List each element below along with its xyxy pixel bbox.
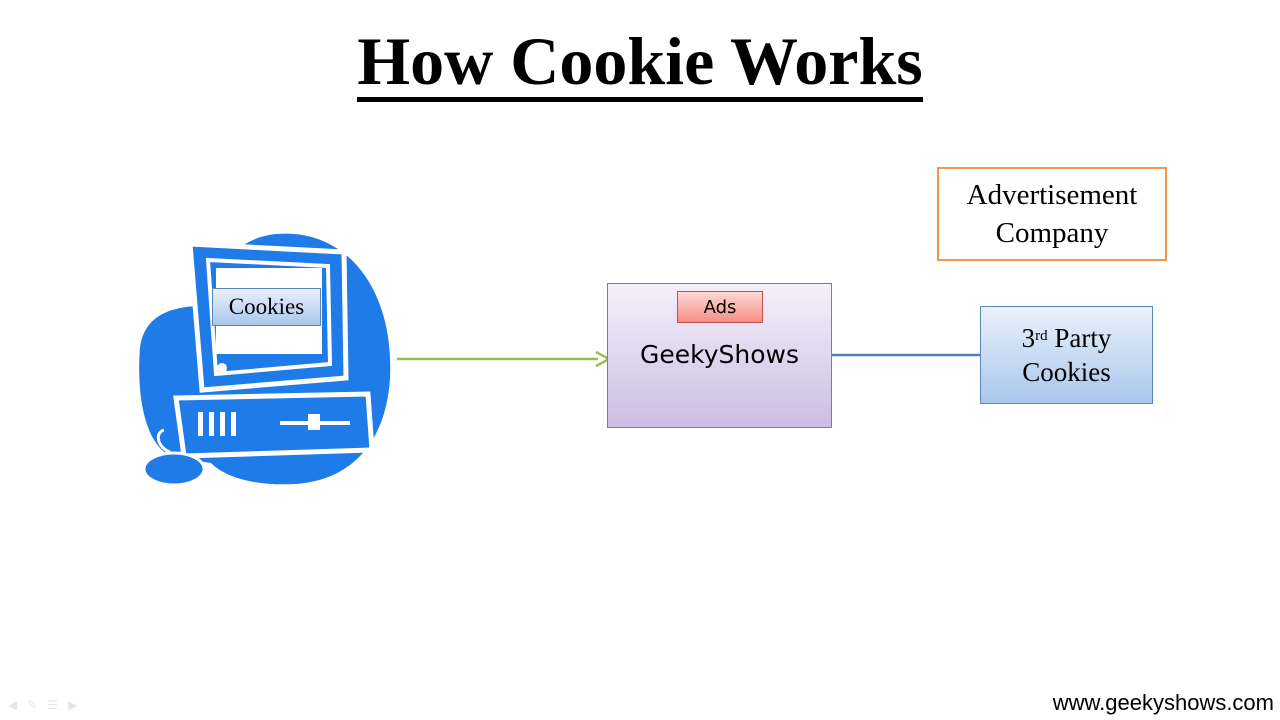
third-party-suffix: rd bbox=[1035, 328, 1048, 344]
third-party-cookies-box: 3rd Party Cookies bbox=[980, 306, 1153, 404]
prev-slide-icon[interactable]: ◀ bbox=[8, 698, 18, 712]
advertisement-company-box: Advertisement Company bbox=[937, 167, 1167, 261]
next-slide-icon[interactable]: ▶ bbox=[68, 698, 78, 712]
third-party-line1: 3rd Party bbox=[1022, 321, 1112, 355]
ads-label: Ads bbox=[703, 296, 737, 318]
slideshow-controls: ◀ ✎ ☰ ▶ bbox=[8, 698, 77, 712]
desktop-computer-icon bbox=[139, 233, 391, 487]
website-footer: www.geekyshows.com bbox=[1052, 690, 1274, 715]
ads-box: Ads bbox=[677, 291, 763, 323]
cookies-storage-box: Cookies bbox=[212, 288, 321, 326]
slide-title-text: How Cookie Works bbox=[357, 25, 923, 102]
server-box: GeekyShows bbox=[607, 283, 832, 428]
slide-title: How Cookie Works bbox=[0, 22, 1280, 102]
pen-icon[interactable]: ✎ bbox=[27, 698, 38, 712]
menu-icon[interactable]: ☰ bbox=[47, 698, 59, 712]
third-party-word: Party bbox=[1047, 323, 1112, 353]
server-label: GeekyShows bbox=[640, 340, 799, 369]
third-party-line2: Cookies bbox=[1022, 357, 1111, 387]
third-party-number: 3 bbox=[1021, 323, 1036, 353]
advertisement-company-line2: Company bbox=[995, 217, 1109, 249]
advertisement-company-line1: Advertisement bbox=[966, 179, 1138, 211]
cookies-label: Cookies bbox=[228, 294, 305, 319]
